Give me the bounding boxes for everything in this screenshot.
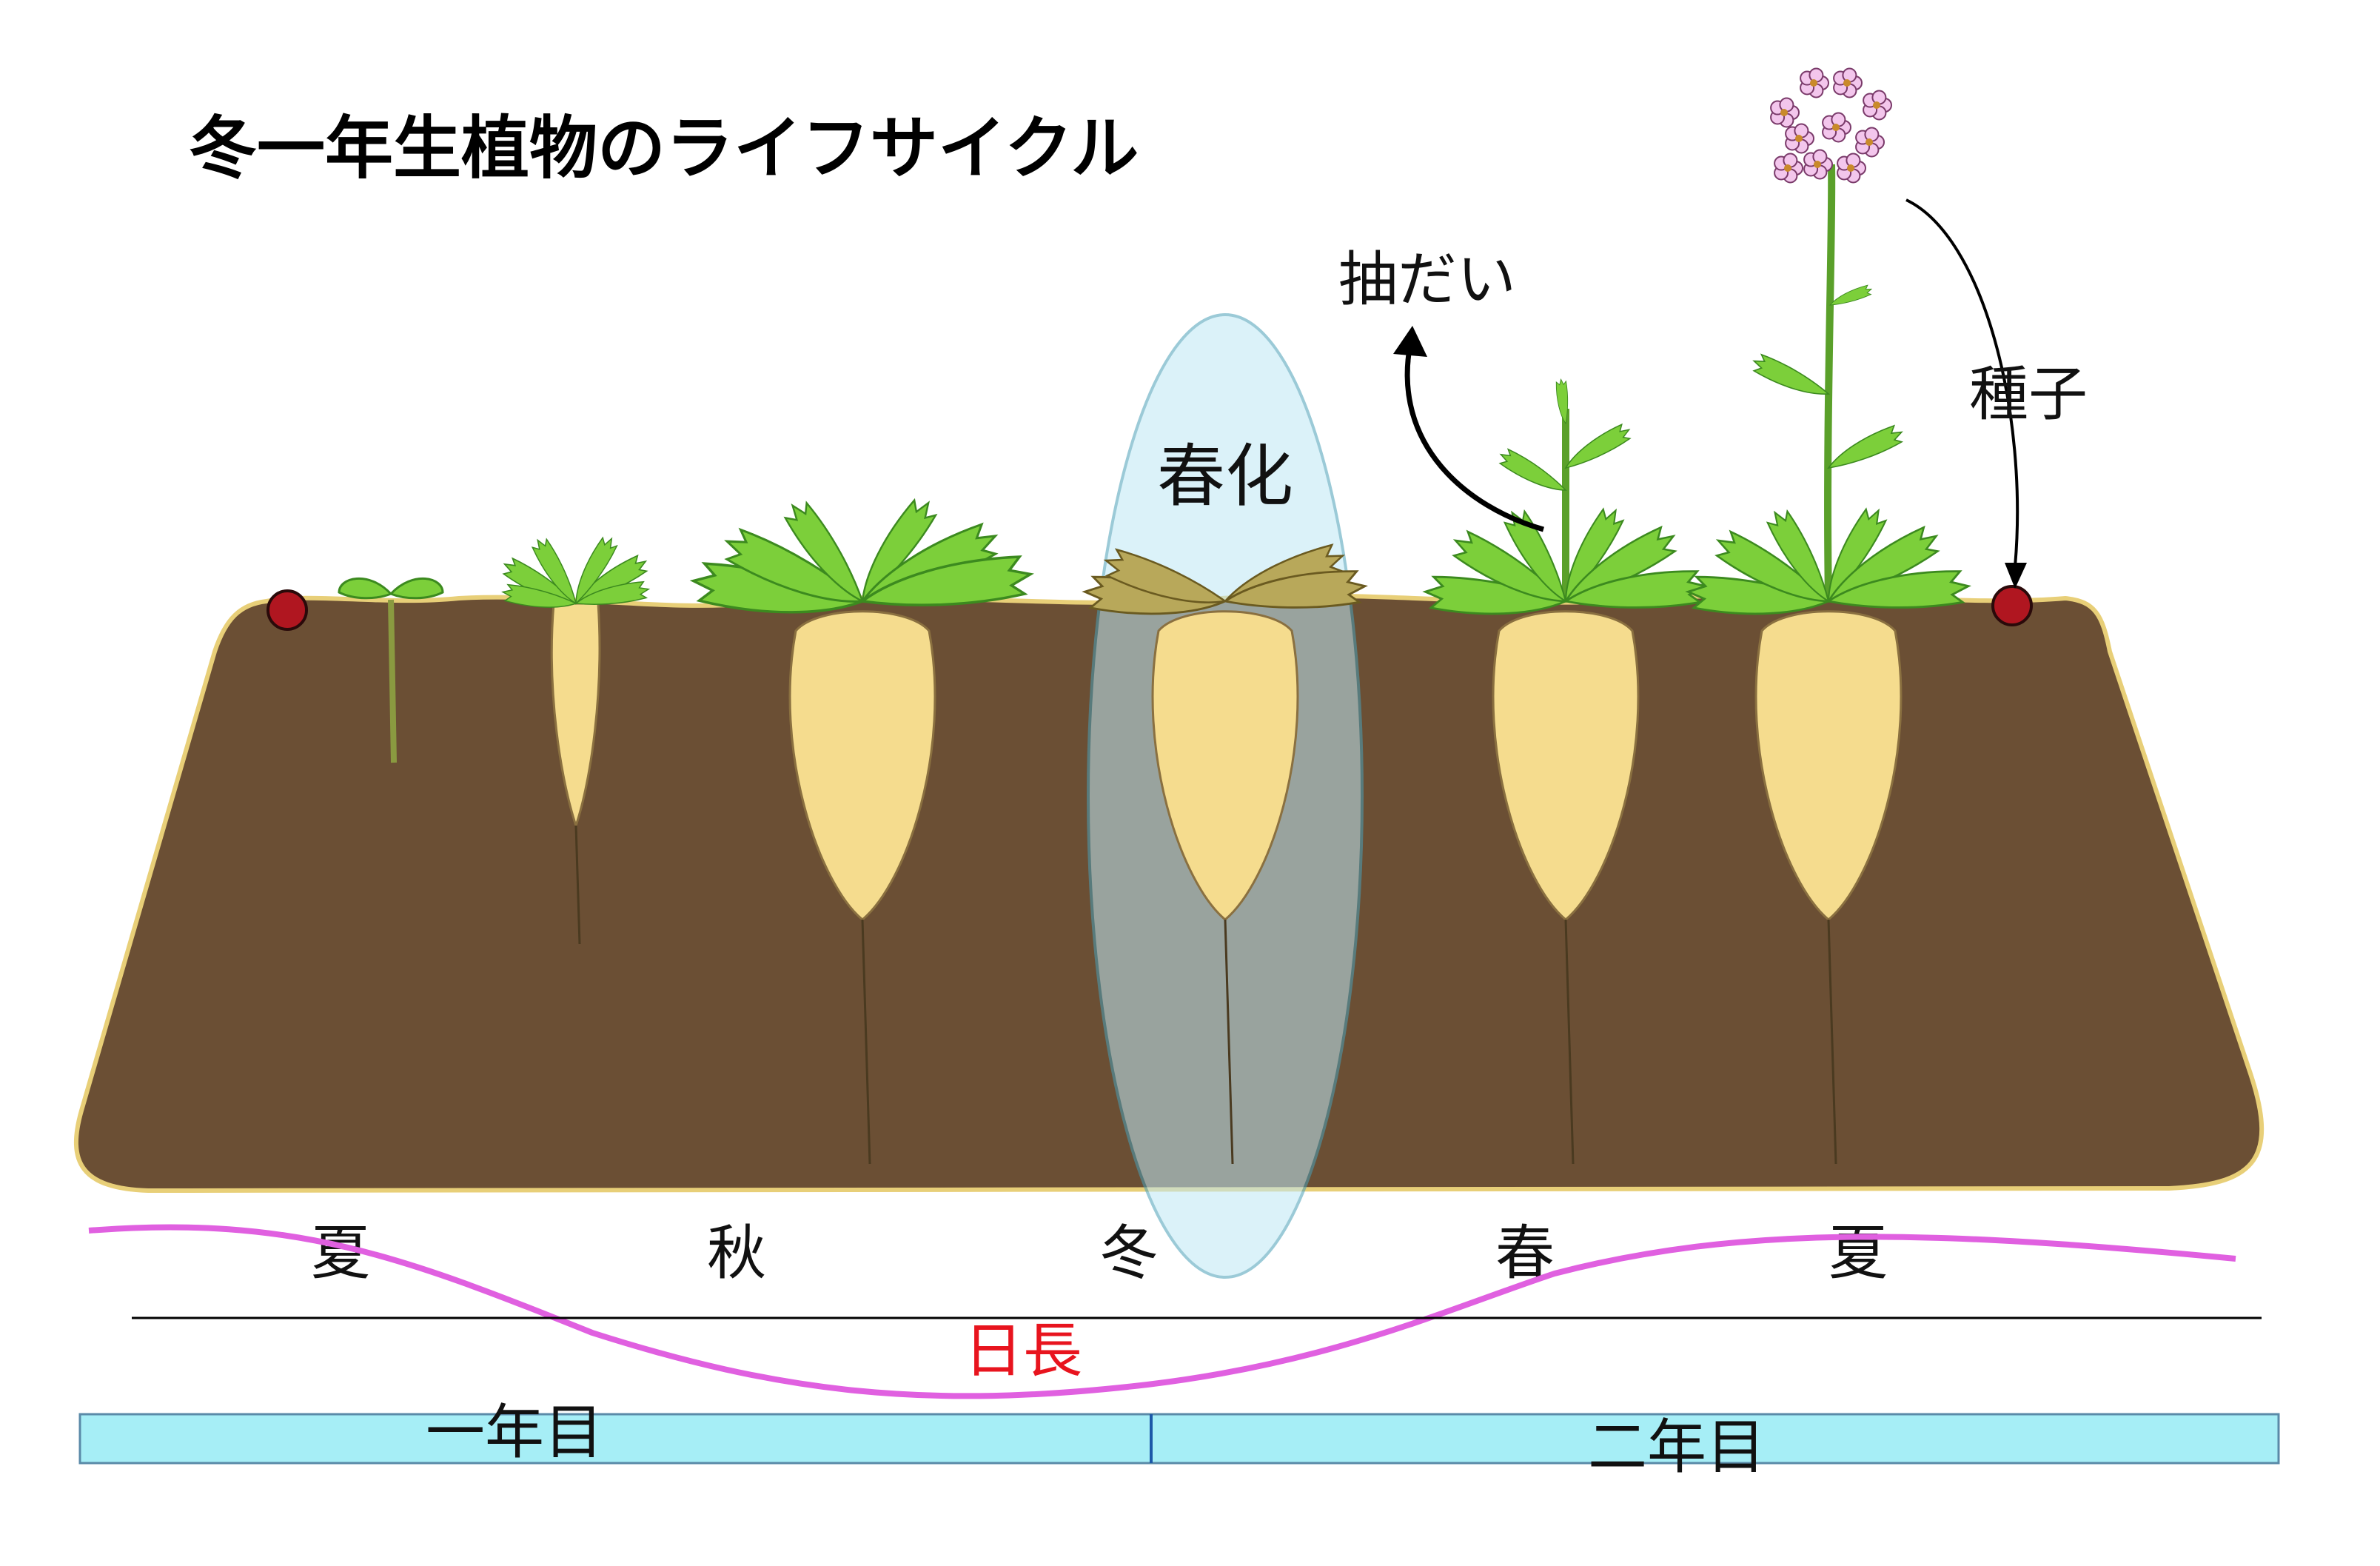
flower xyxy=(1822,112,1851,143)
vernalization-label: 春化 xyxy=(1157,437,1293,516)
year-bar: 一年目 二年目 xyxy=(78,1398,2280,1482)
flower xyxy=(1800,67,1829,98)
plant-winter xyxy=(1082,540,1368,1165)
flower xyxy=(1837,153,1866,184)
seed-arrow xyxy=(1905,198,2019,567)
seed-arrowhead xyxy=(2005,563,2027,589)
flower xyxy=(1855,127,1885,158)
year-label: 一年目 xyxy=(426,1398,603,1467)
seed-label: 種子 xyxy=(1969,360,2088,429)
season-label: 冬 xyxy=(1099,1219,1159,1288)
plant-autumn xyxy=(688,493,1035,1165)
flower xyxy=(1774,153,1803,184)
seed-right xyxy=(1991,585,2033,626)
flower xyxy=(1770,97,1800,128)
plant-spring-bolting xyxy=(1422,378,1709,1165)
season-label: 秋 xyxy=(707,1219,766,1288)
flower xyxy=(1785,123,1814,154)
plant-young xyxy=(499,533,651,945)
bolting-arrowhead xyxy=(1393,326,1427,357)
bolting-label: 抽だい xyxy=(1338,245,1516,314)
flower-cluster xyxy=(1770,67,1892,184)
year-label: 二年目 xyxy=(1588,1413,1766,1482)
flower xyxy=(1833,67,1863,98)
plant-seedling xyxy=(338,577,444,763)
day-length-label: 日長 xyxy=(964,1316,1082,1385)
seed-left xyxy=(267,589,308,631)
plant-flowering xyxy=(1685,67,1971,1165)
season-label: 夏 xyxy=(1828,1219,1888,1288)
flower xyxy=(1803,149,1833,180)
flower xyxy=(1863,90,1892,121)
bolting-arrow xyxy=(1404,344,1544,532)
day-length-curve xyxy=(88,1224,2236,1399)
page-title: 冬一年生植物のライフサイクル xyxy=(189,109,1139,188)
